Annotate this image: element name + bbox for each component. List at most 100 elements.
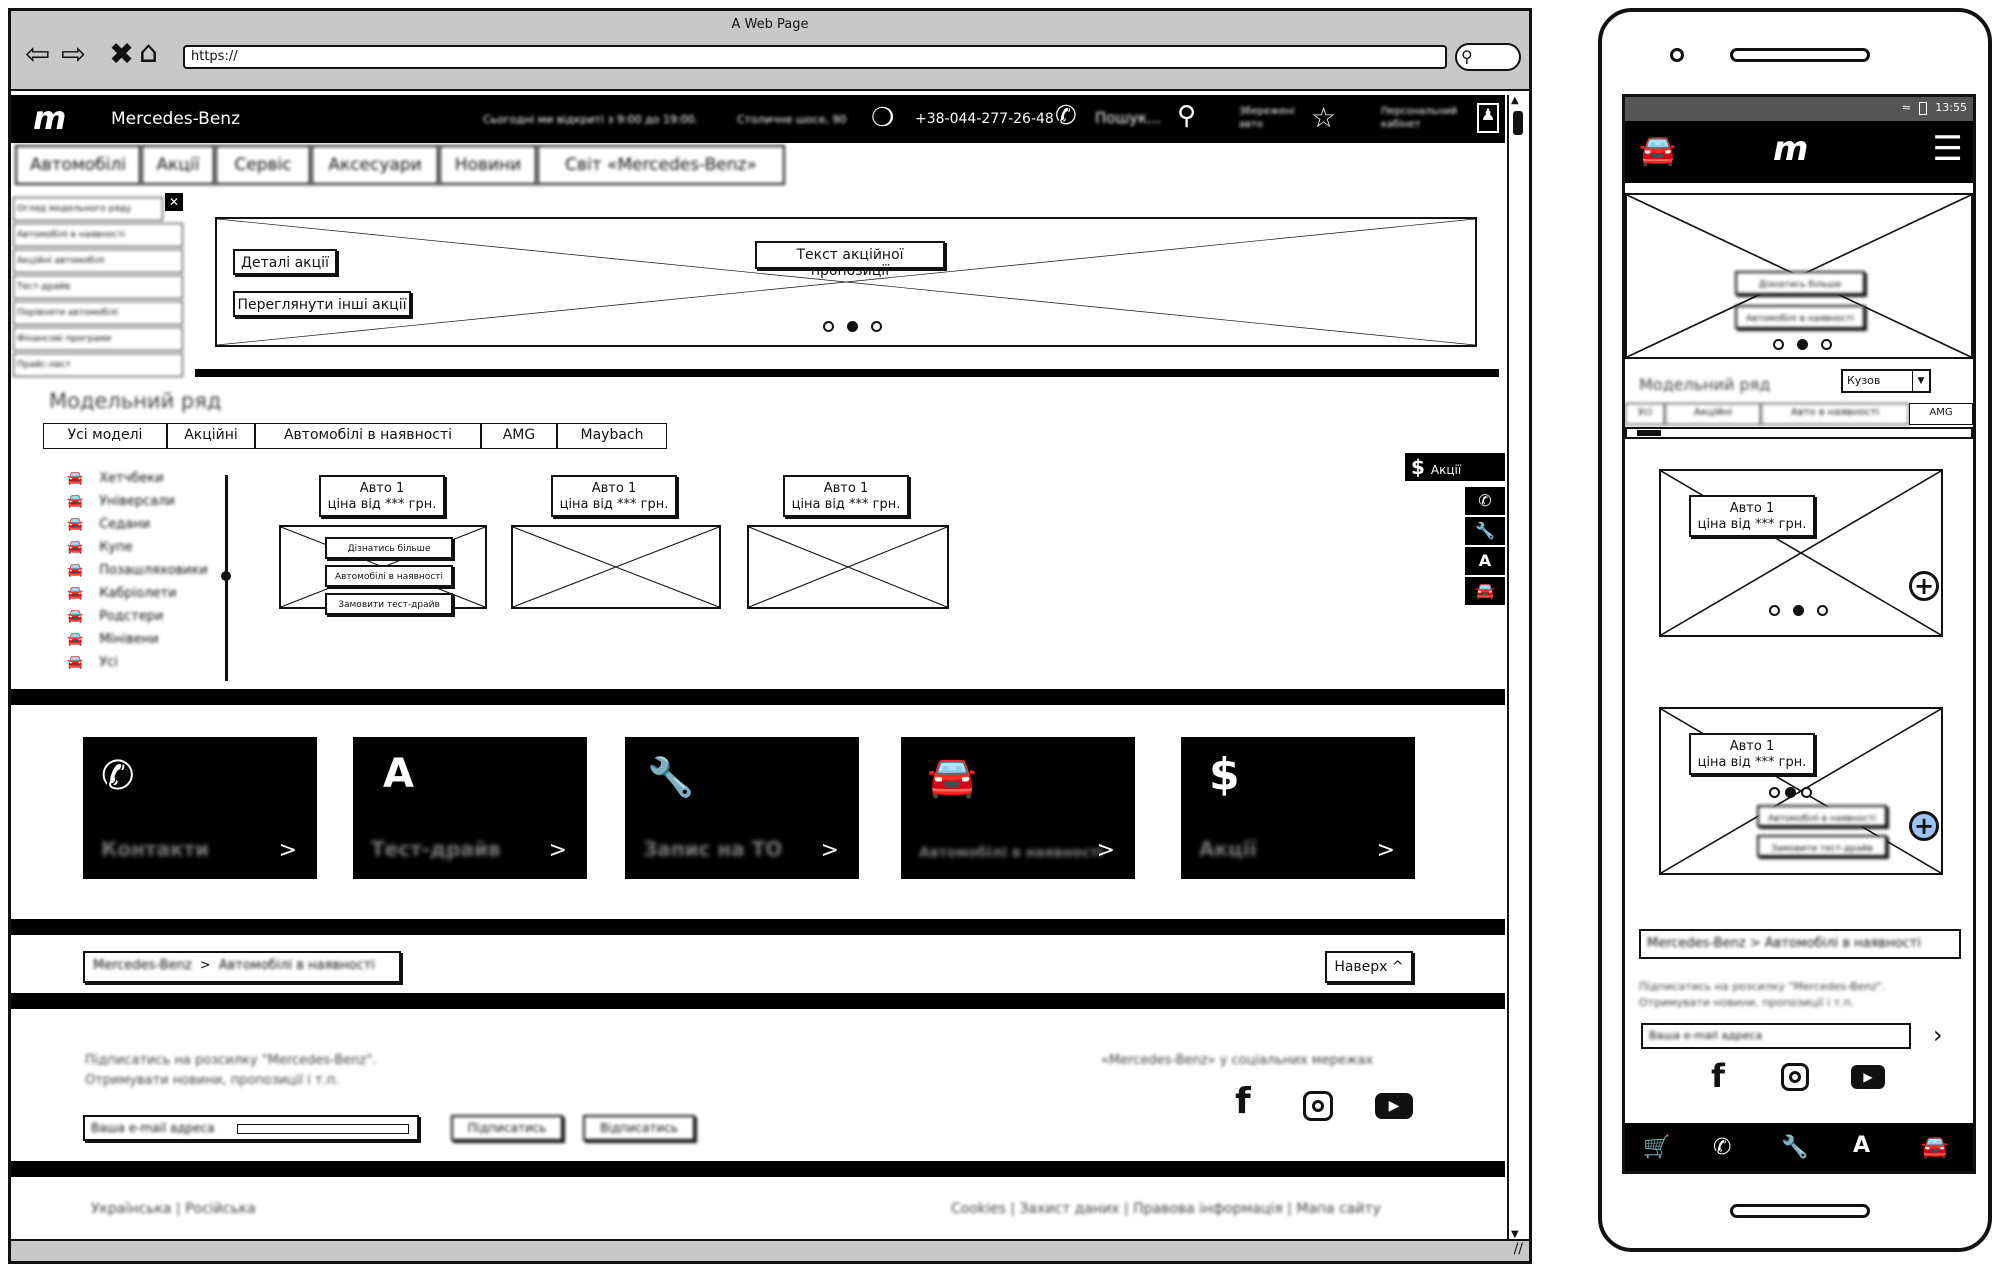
car-icon[interactable]: 🚘 <box>1921 1135 1949 1160</box>
dropdown-item[interactable]: Автомобілі в наявності <box>13 223 183 247</box>
dropdown-close-icon[interactable]: ✕ <box>165 193 183 211</box>
mobile-email-input[interactable]: Ваша e-mail адреса <box>1641 1023 1911 1049</box>
list-scroll-thumb[interactable] <box>221 571 231 581</box>
mobile-in-stock-button[interactable]: Автомобілі в наявності <box>1735 305 1865 329</box>
mobile-test-drive-button[interactable]: Замовити тест-драйв <box>1757 835 1887 857</box>
dropdown-item[interactable]: Фінансові програми <box>13 327 183 351</box>
phone-icon[interactable]: ✆ <box>1713 1135 1732 1160</box>
tile-service[interactable]: 🔧 Запис на ТО> <box>625 737 859 879</box>
subscribe-button[interactable]: Підписатись <box>451 1115 563 1141</box>
submit-arrow-icon[interactable]: › <box>1933 1021 1943 1049</box>
side-road-icon[interactable]: A <box>1465 547 1505 575</box>
carousel-dot[interactable] <box>871 321 882 332</box>
tab-promo-models[interactable]: Акційні <box>1665 403 1761 425</box>
road-icon[interactable]: A <box>1853 1133 1871 1158</box>
tile-contacts[interactable]: ✆ Контакти> <box>83 737 317 879</box>
personal-cabinet[interactable]: Персональний кабінет <box>1381 106 1458 130</box>
promo-details-button[interactable]: Деталі акції <box>233 249 337 275</box>
facebook-icon[interactable]: f <box>1235 1081 1251 1122</box>
logo-icon[interactable]: m <box>33 99 67 137</box>
carousel-dot[interactable] <box>1817 605 1828 616</box>
list-item[interactable]: 🚘Седани <box>67 517 151 532</box>
url-bar[interactable]: https:// <box>183 45 1447 69</box>
youtube-icon[interactable]: ▶ <box>1375 1093 1413 1119</box>
carousel-dot-active[interactable] <box>1785 787 1796 798</box>
instagram-icon[interactable] <box>1303 1091 1333 1121</box>
mobile-hero-banner[interactable]: Дізнатись більше Автомобілі в наявності <box>1625 193 1973 359</box>
tab-accessories[interactable]: Аксесуари <box>311 145 439 185</box>
language-switcher[interactable]: Українська | Російська <box>91 1201 256 1217</box>
hero-banner[interactable]: Текст акційної пропозиції Деталі акції П… <box>215 217 1477 347</box>
list-item[interactable]: 🚘Універсали <box>67 494 176 509</box>
star-icon[interactable]: ☆ <box>1311 101 1337 134</box>
list-item[interactable]: 🚘Кабріолети <box>67 586 177 601</box>
wrench-icon[interactable]: 🔧 <box>1781 1135 1809 1160</box>
tab-promotions[interactable]: Акції <box>141 145 215 185</box>
search-link[interactable]: Пошук... <box>1095 109 1162 127</box>
youtube-icon[interactable]: ▶ <box>1851 1065 1885 1089</box>
side-phone-icon[interactable]: ✆ <box>1465 487 1505 515</box>
list-item[interactable]: 🚘Позашляховики <box>67 563 208 578</box>
saved-cars[interactable]: Збережені авто <box>1239 106 1295 130</box>
tile-promotions[interactable]: $ Акції> <box>1181 737 1415 879</box>
scroll-thumb[interactable] <box>1513 111 1523 135</box>
list-item[interactable]: 🚘Купе <box>67 540 133 555</box>
unsubscribe-button[interactable]: Відписатись <box>583 1115 695 1141</box>
dropdown-item[interactable]: Акційні автомобілі <box>13 249 183 273</box>
tab-service[interactable]: Сервіс <box>215 145 311 185</box>
car-card-image[interactable] <box>511 525 721 609</box>
footer-links[interactable]: Cookies | Захист даних | Правова інформа… <box>951 1201 1381 1217</box>
list-item[interactable]: 🚘Усі <box>67 655 118 670</box>
tile-test-drive[interactable]: A Тест-драйв> <box>353 737 587 879</box>
breadcrumb-home[interactable]: Mercedes-Benz <box>93 958 192 973</box>
home-icon[interactable]: ⌂ <box>139 35 159 70</box>
breadcrumb-current[interactable]: Автомобілі в наявності <box>218 958 375 973</box>
user-icon[interactable]: ♟ <box>1477 103 1499 133</box>
location-icon[interactable]: ❍ <box>871 103 895 133</box>
cart-icon[interactable]: 🛒 <box>1643 1135 1671 1160</box>
tab-cars[interactable]: Автомобілі <box>15 145 141 185</box>
tab-amg[interactable]: AMG <box>481 423 557 449</box>
dropdown-item[interactable]: Прайс-лист <box>13 353 183 377</box>
tab-world[interactable]: Світ «Mercedes-Benz» <box>537 145 785 185</box>
tile-in-stock[interactable]: 🚘 Автомобілі в наявності> <box>901 737 1135 879</box>
tab-in-stock[interactable]: Автомобілі в наявності <box>255 423 481 449</box>
tab-all-models[interactable]: Усі <box>1625 403 1665 425</box>
carousel-dot[interactable] <box>823 321 834 332</box>
home-button[interactable] <box>1730 1204 1870 1218</box>
in-stock-button[interactable]: Автомобілі в наявності <box>325 565 453 587</box>
phone-icon[interactable]: ✆ <box>1055 101 1077 131</box>
scroll-up-icon[interactable]: ▲ <box>1511 95 1519 106</box>
car-card-image[interactable]: Дізнатись більше Автомобілі в наявності … <box>279 525 487 615</box>
carousel-dot-active[interactable] <box>1793 605 1804 616</box>
tab-news[interactable]: Новини <box>439 145 537 185</box>
learn-more-button[interactable]: Дізнатись більше <box>325 537 453 559</box>
add-icon[interactable]: + <box>1909 811 1939 841</box>
add-icon[interactable]: + <box>1909 571 1939 601</box>
dropdown-item[interactable]: Тест-драйв <box>13 275 183 299</box>
facebook-icon[interactable]: f <box>1711 1057 1725 1095</box>
resize-grip-icon[interactable]: ∕∕ <box>1513 1241 1523 1257</box>
scroll-down-icon[interactable]: ▼ <box>1511 1229 1519 1240</box>
phone-number[interactable]: +38-044-277-26-48 <box>915 111 1054 127</box>
mobile-in-stock-button[interactable]: Автомобілі в наявності <box>1757 805 1887 827</box>
forward-icon[interactable]: ⇨ <box>61 37 87 72</box>
other-promos-button[interactable]: Переглянути інші акції <box>233 291 411 317</box>
instagram-icon[interactable] <box>1781 1063 1809 1091</box>
carousel-dot[interactable] <box>1801 787 1812 798</box>
carousel-dot[interactable] <box>1773 339 1784 350</box>
body-type-select[interactable]: Кузов ▼ <box>1841 369 1931 393</box>
list-item[interactable]: 🚘Мінівени <box>67 632 159 647</box>
car-card-image[interactable] <box>747 525 949 609</box>
tab-promo-models[interactable]: Акційні <box>167 423 255 449</box>
side-car-icon[interactable]: 🚘 <box>1465 577 1505 605</box>
brand-name[interactable]: Mercedes-Benz <box>111 109 241 129</box>
tab-amg[interactable]: AMG <box>1909 403 1973 425</box>
mobile-learn-more-button[interactable]: Дізнатись більше <box>1735 271 1865 295</box>
list-item[interactable]: 🚘Хетчбеки <box>67 471 164 486</box>
dropdown-item[interactable]: Порівняти автомобілі <box>13 301 183 325</box>
carousel-dot-active[interactable] <box>847 321 858 332</box>
carousel-dot[interactable] <box>1769 787 1780 798</box>
